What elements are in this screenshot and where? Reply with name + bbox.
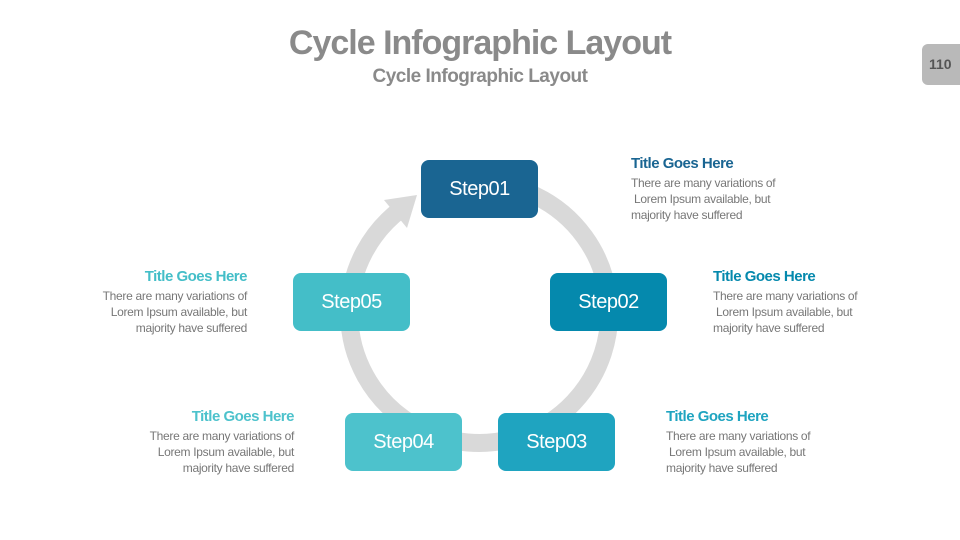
step05-body: There are many variations of Lorem Ipsum… — [102, 289, 248, 335]
step05-description: Title Goes Here There are many variation… — [47, 268, 248, 336]
slide-subtitle: Cycle Infographic Layout — [372, 66, 588, 87]
step03-title: Title Goes Here — [666, 408, 769, 425]
step03-body: There are many variations of Lorem Ipsum… — [666, 429, 811, 475]
step01-description: Title Goes Here There are many variation… — [631, 155, 831, 223]
step02-title: Title Goes Here — [713, 268, 816, 285]
step04-title: Title Goes Here — [191, 408, 295, 425]
cycle-arrowhead-icon — [384, 195, 417, 228]
step04-description: Title Goes Here There are many variation… — [94, 408, 295, 476]
step01-body: There are many variations of Lorem Ipsum… — [631, 176, 776, 222]
step05-box: Step05 — [293, 273, 410, 331]
step01-box: Step01 — [421, 160, 538, 218]
step02-box: Step02 — [550, 273, 667, 331]
step04-body: There are many variations of Lorem Ipsum… — [149, 429, 295, 475]
step01-title: Title Goes Here — [631, 155, 734, 172]
step02-body: There are many variations of Lorem Ipsum… — [713, 289, 858, 335]
page-number-badge: 110 — [922, 44, 960, 85]
step03-box: Step03 — [498, 413, 615, 471]
step05-title: Title Goes Here — [144, 268, 248, 285]
step02-description: Title Goes Here There are many variation… — [713, 268, 913, 336]
step03-description: Title Goes Here There are many variation… — [666, 408, 866, 476]
step04-box: Step04 — [345, 413, 462, 471]
slide-title: Cycle Infographic Layout — [288, 24, 672, 62]
